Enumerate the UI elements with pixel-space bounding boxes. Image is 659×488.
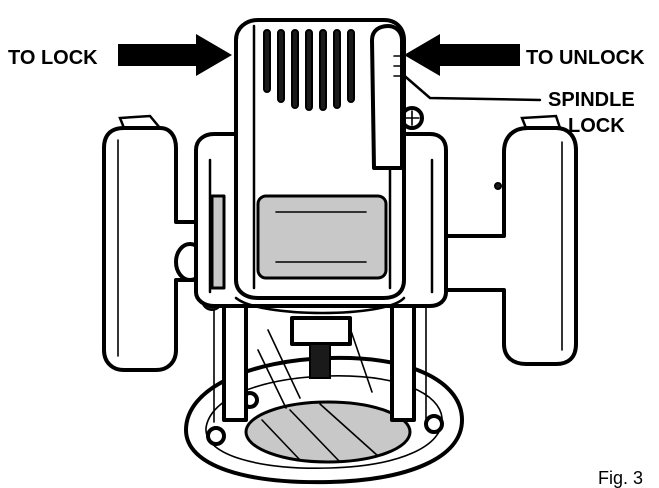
figure-number: Fig. 3 bbox=[598, 468, 643, 488]
spindle-lock-button bbox=[372, 26, 402, 168]
to-unlock-label: TO UNLOCK bbox=[526, 47, 645, 69]
spindle-lock-leader-line bbox=[400, 72, 540, 100]
spindle-lock-label-line1: SPINDLE bbox=[548, 89, 635, 111]
label-plate bbox=[258, 196, 386, 278]
to-lock-label: TO LOCK bbox=[8, 47, 98, 69]
router-illustration bbox=[104, 20, 576, 482]
arrow-left-icon bbox=[404, 34, 520, 76]
vent-slots bbox=[264, 30, 354, 110]
arrow-right-icon bbox=[118, 34, 232, 76]
spindle-lock-label-line2: LOCK bbox=[568, 115, 625, 137]
